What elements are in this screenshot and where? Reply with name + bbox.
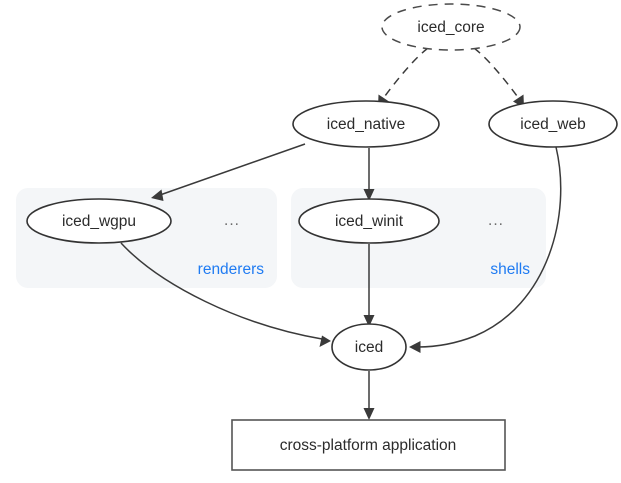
iced-wgpu-ellipse [26, 198, 172, 244]
iced-native-ellipse [292, 100, 440, 148]
iced-core-label: iced_core [417, 19, 484, 36]
iced-ellipse [331, 323, 407, 371]
iced-core-ellipse [381, 3, 521, 51]
edge-iced-to-application [363, 371, 375, 420]
node-iced-native[interactable]: iced_native [292, 100, 440, 148]
renderers-ellipsis: ... [224, 212, 240, 229]
node-iced-winit[interactable]: iced_winit [298, 198, 440, 244]
edge-iced-native-to-iced-wgpu [151, 143, 306, 201]
iced-native-label: iced_native [327, 116, 405, 133]
edge-iced-wgpu-to-iced [120, 242, 331, 347]
node-cross-platform-application[interactable]: cross-platform application [231, 419, 506, 471]
node-iced-core[interactable]: iced_core [381, 3, 521, 51]
edge-iced-core-to-iced-native [378, 47, 429, 108]
cluster-label-renderers: renderers [198, 261, 265, 278]
cluster-label-shells: shells [490, 261, 530, 278]
iced-web-label: iced_web [520, 116, 586, 133]
edge-iced-winit-to-iced [363, 244, 375, 327]
shells-ellipsis: ... [488, 212, 504, 229]
application-rect [231, 419, 506, 471]
edge-iced-native-to-iced-winit [363, 148, 375, 201]
iced-winit-label: iced_winit [335, 213, 404, 230]
application-label: cross-platform application [280, 437, 457, 454]
iced-winit-ellipse [298, 198, 440, 244]
iced-wgpu-label: iced_wgpu [62, 213, 136, 230]
edge-iced-core-to-iced-web [473, 47, 524, 108]
edge-iced-web-to-iced [409, 146, 562, 353]
iced-web-ellipse [488, 100, 618, 148]
node-iced[interactable]: iced [331, 323, 407, 371]
node-iced-web[interactable]: iced_web [488, 100, 618, 148]
iced-label: iced [355, 339, 383, 356]
node-iced-wgpu[interactable]: iced_wgpu [26, 198, 172, 244]
